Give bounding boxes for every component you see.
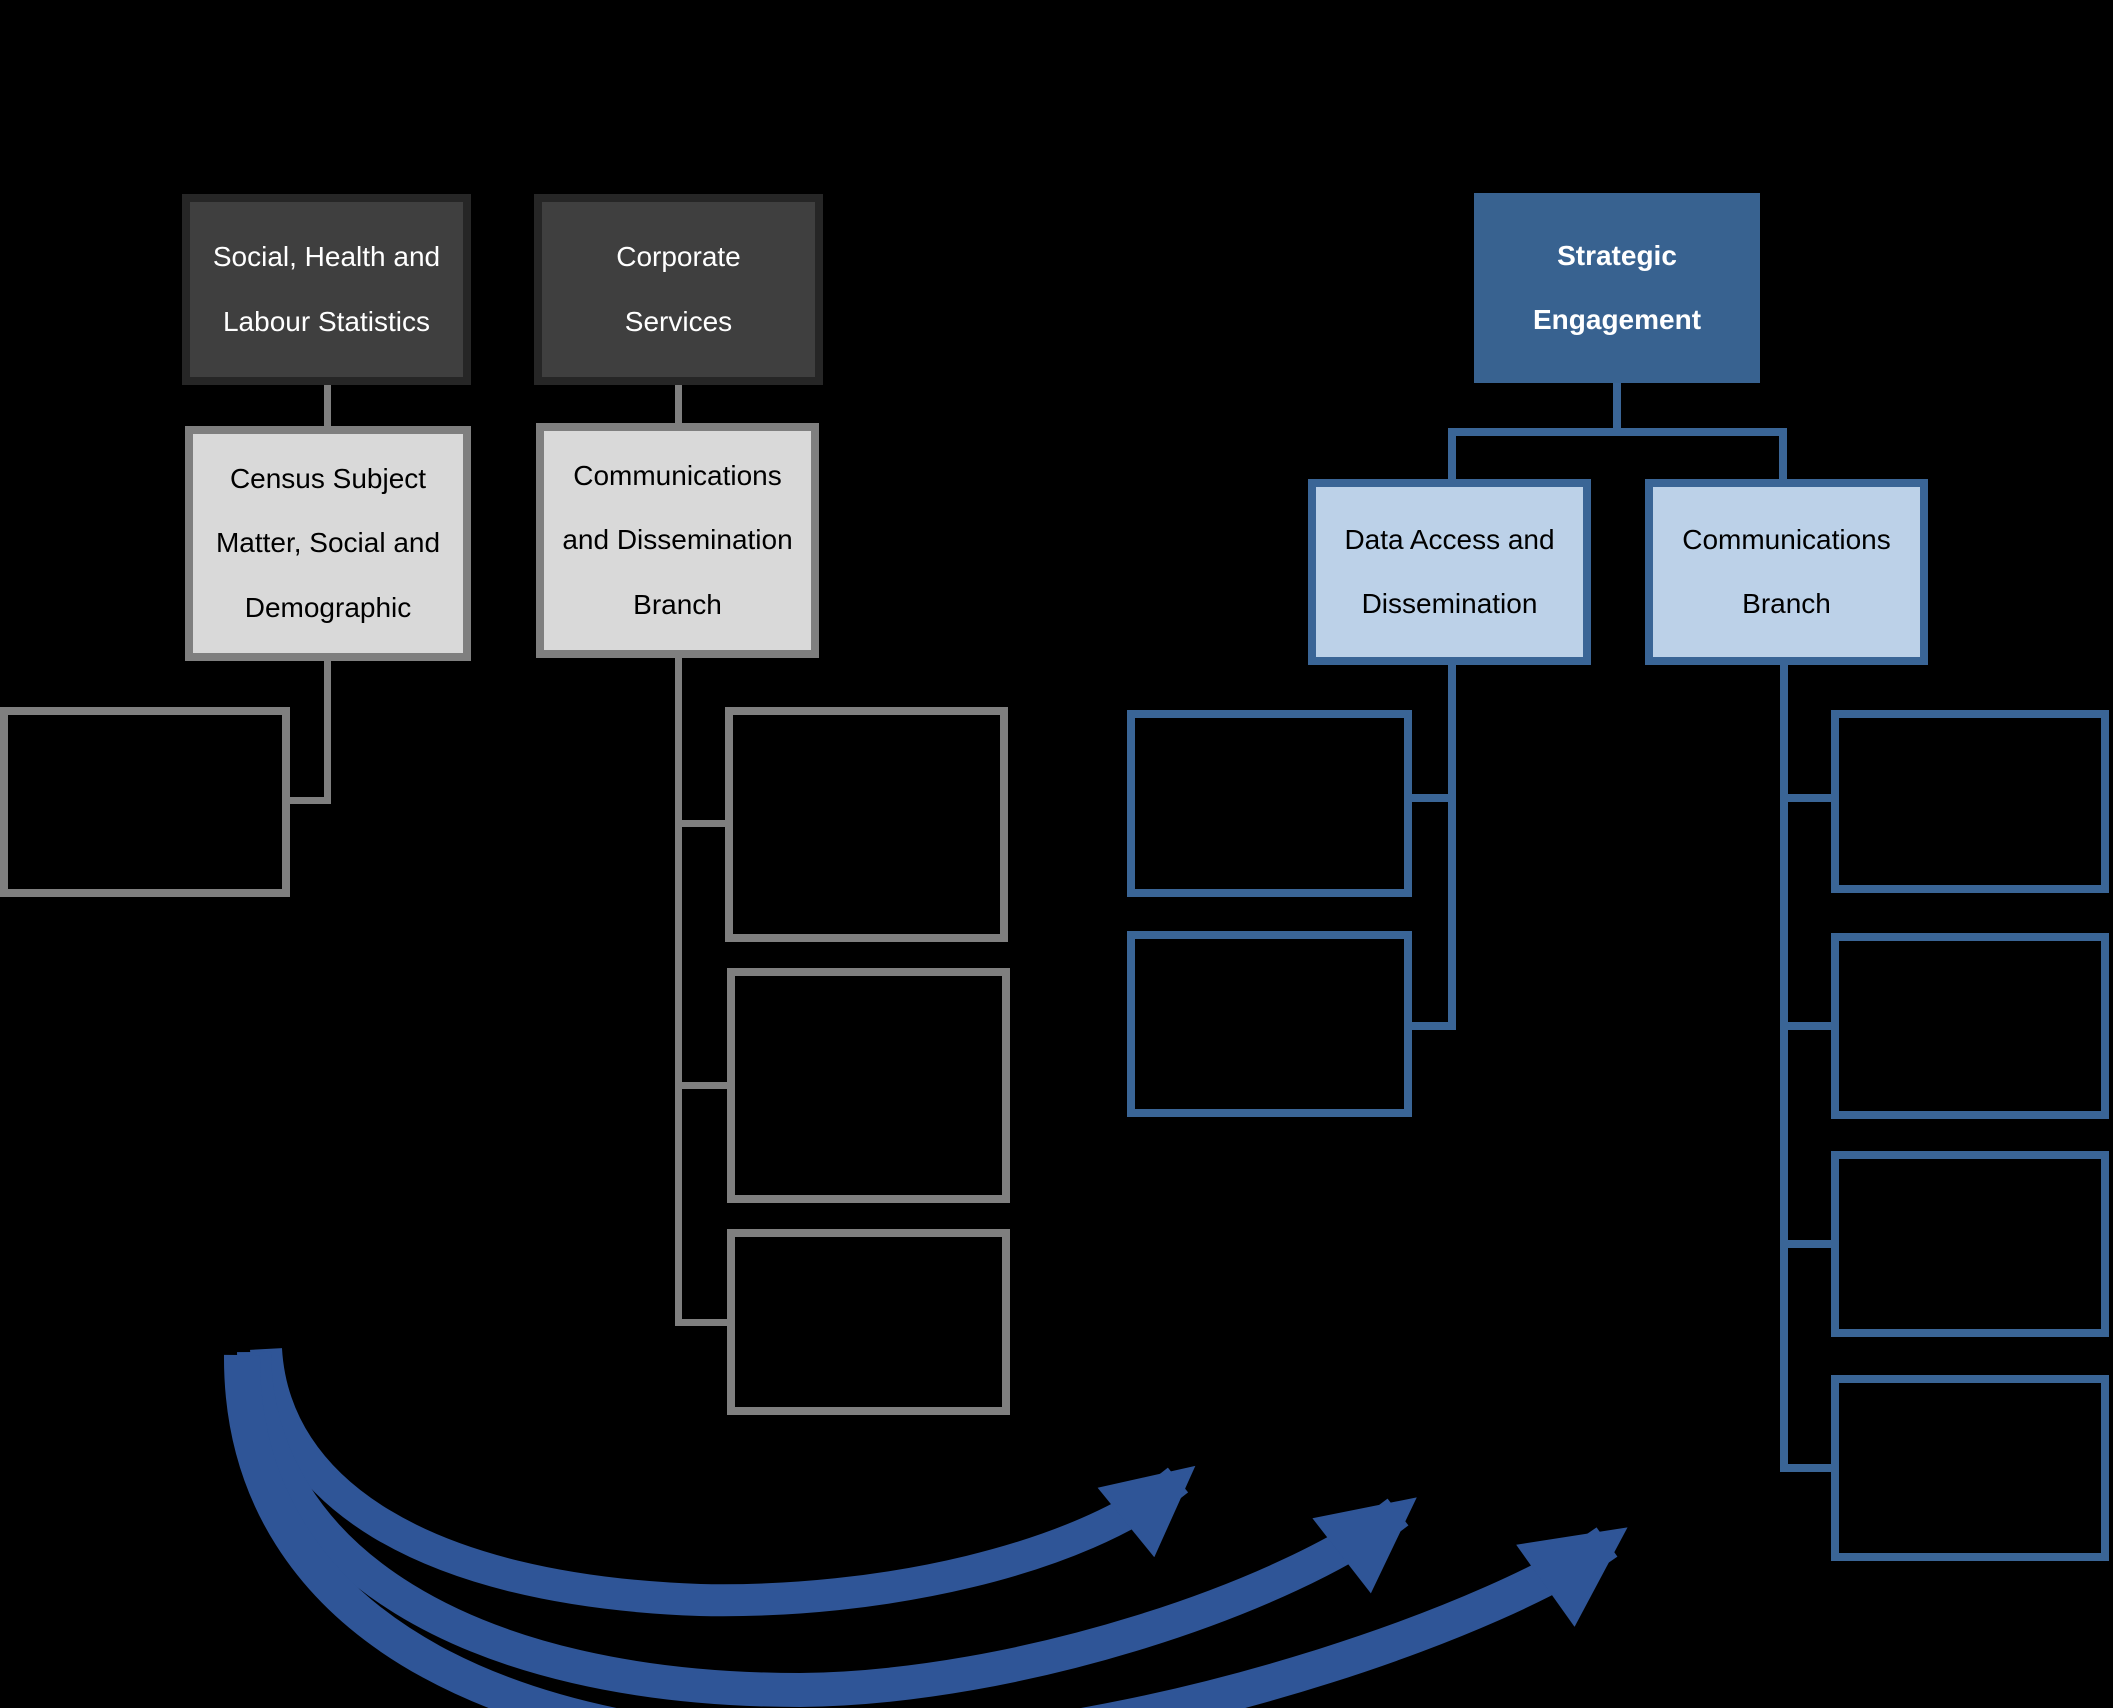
connector-commbranch-tick-1 [1780,794,1839,802]
placeholder-box-commbranch-child-4 [1831,1375,2109,1561]
placeholder-box-dataaccess-child-1 [1127,710,1412,897]
box-communications-branch: Communications Branch [1645,479,1928,665]
connector-commsdiss-trunk [675,658,682,1326]
curved-arrow-2 [237,1351,1417,1708]
connector-commsdiss-tick-1 [678,820,731,827]
connector-commsdiss-tick-2 [678,1082,731,1089]
placeholder-box-commbranch-child-3 [1831,1151,2109,1337]
connector-commbranch-tick-3 [1780,1240,1839,1248]
placeholder-box-commbranch-child-1 [1831,710,2109,893]
box-census-subject-matter: Census Subject Matter, Social and Demogr… [185,426,471,661]
connector-split-drop-left [1448,428,1456,479]
curved-arrow-3 [223,1354,1628,1708]
box-data-access-dissemination: Data Access and Dissemination [1308,479,1591,665]
connector-split-drop-right [1779,428,1787,479]
box-corporate-services: Corporate Services [534,194,823,385]
connector-dataaccess-trunk [1448,665,1456,1030]
connector-census-tick-left [286,797,328,804]
placeholder-box-commsdiss-child-3 [727,1229,1010,1415]
connector-commbranch-trunk [1780,662,1788,1472]
connector-commbranch-tick-2 [1780,1022,1839,1030]
connector-census-trunk [324,661,331,804]
placeholder-box-commbranch-child-2 [1831,933,2109,1119]
connector-commsdiss-tick-3 [678,1319,731,1326]
curved-arrow-1 [250,1347,1196,1617]
placeholder-box-census-child [0,707,290,897]
placeholder-box-commsdiss-child-1 [725,707,1008,942]
connector-social-to-census [324,385,331,426]
connector-strategic-stub [1613,383,1621,428]
placeholder-box-commsdiss-child-2 [727,968,1010,1203]
connector-dataaccess-tick-2 [1404,1022,1456,1030]
connector-corporate-to-commsdiss [675,385,682,423]
box-strategic-engagement: Strategic Engagement [1474,193,1760,383]
box-communications-dissemination-branch: Communications and Dissemination Branch [536,423,819,658]
box-social-health-labour-statistics: Social, Health and Labour Statistics [182,194,471,385]
connector-strategic-split-bar [1448,428,1787,436]
placeholder-box-dataaccess-child-2 [1127,931,1412,1117]
connector-dataaccess-tick-1 [1404,794,1456,802]
connector-commbranch-tick-4 [1780,1464,1839,1472]
